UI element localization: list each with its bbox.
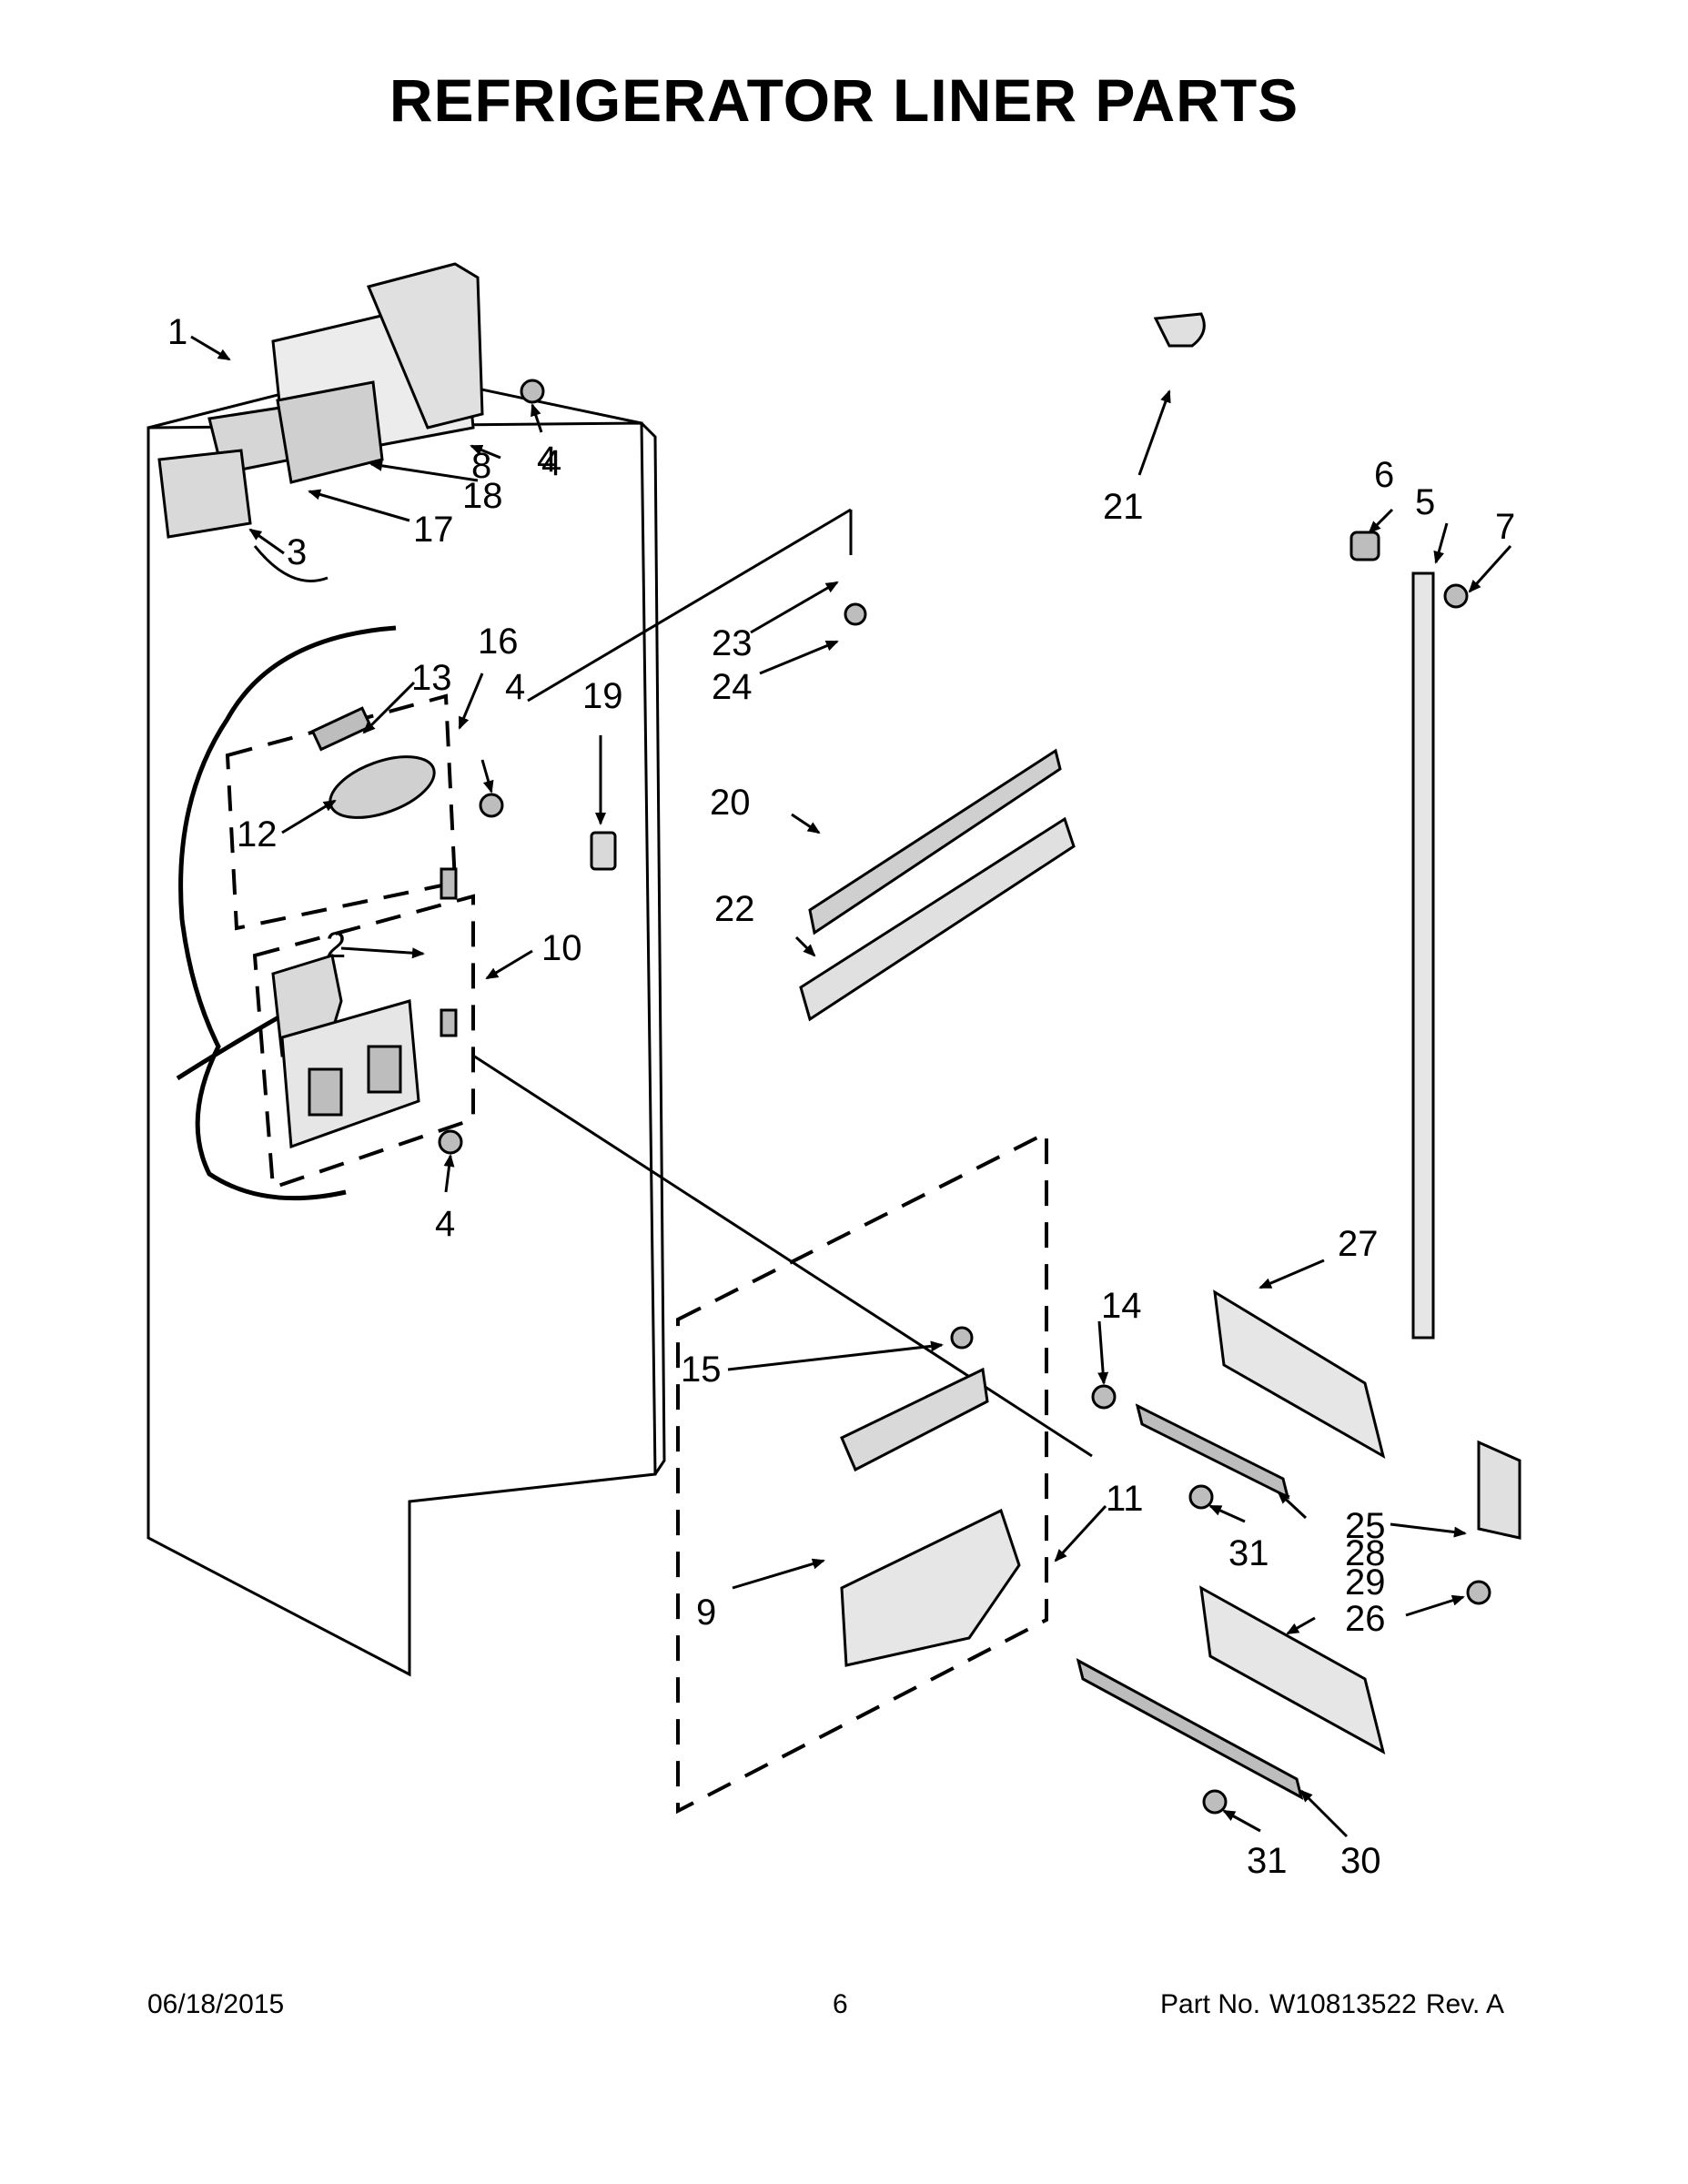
part-12-control-panel <box>310 706 436 819</box>
callout-4-bottom: 4 <box>435 1204 455 1244</box>
callout-22: 22 <box>714 889 755 929</box>
screws <box>438 379 1491 1815</box>
footer-part-number: Part No. W10813522 Rev. A <box>1160 1989 1513 2020</box>
callout-23: 23 <box>712 623 753 663</box>
callout-20: 20 <box>710 783 751 823</box>
parts-20-22-rails <box>799 748 1076 1022</box>
callout-6: 6 <box>1374 455 1394 495</box>
air-duct-assembly <box>207 262 484 484</box>
callout-3: 3 <box>287 532 307 572</box>
footer-part-value: W10813522 <box>1269 1989 1417 2019</box>
callout-21: 21 <box>1103 487 1144 527</box>
footer-revision: Rev. A <box>1425 1989 1504 2019</box>
callout-31-upper: 31 <box>1228 1533 1269 1573</box>
shelf-assemblies <box>1076 1289 1521 1800</box>
callout-29: 29 <box>1345 1562 1386 1603</box>
callout-12: 12 <box>237 814 278 854</box>
callout-24: 24 <box>712 667 753 707</box>
callout-10: 10 <box>541 928 582 968</box>
callout-15: 15 <box>681 1350 722 1390</box>
dashed-group-boxes <box>225 693 1048 1815</box>
callout-30: 30 <box>1340 1841 1381 1881</box>
callout-25: 25 <box>1345 1506 1386 1546</box>
callout-16: 16 <box>478 622 519 662</box>
part-11-bin-assembly <box>840 1367 1021 1667</box>
callout-26: 26 <box>1345 1599 1386 1639</box>
callout-7: 7 <box>1495 507 1515 547</box>
callout-11: 11 <box>1106 1479 1144 1519</box>
part-21-clip <box>1153 312 1206 348</box>
callout-9: 9 <box>696 1592 716 1633</box>
part-10-assembly <box>271 867 458 1149</box>
callout-14: 14 <box>1101 1286 1142 1326</box>
callout-27: 27 <box>1338 1224 1379 1264</box>
part-19-clip <box>590 831 617 871</box>
callout-18: 18 <box>462 476 503 516</box>
part-3-housing <box>157 449 329 582</box>
callout-4-duct: 4 <box>541 443 561 483</box>
callout-2: 2 <box>326 925 346 966</box>
callout-numbers: 1 2 3 4 4 4 8 5 6 7 9 10 11 12 13 14 15 … <box>167 312 1515 1881</box>
callout-13: 13 <box>411 658 452 698</box>
footer-part-label: Part No. <box>1160 1989 1261 2019</box>
leader-arrows <box>190 335 1512 1838</box>
callout-31-lower: 31 <box>1247 1841 1288 1881</box>
callout-5: 5 <box>1415 482 1435 522</box>
callout-4-middle: 4 <box>505 667 525 707</box>
parts-5-6-vertical-rail <box>1349 531 1435 1340</box>
footer-date: 06/18/2015 <box>147 1989 285 2019</box>
callout-1: 1 <box>167 312 187 352</box>
callout-28: 28 <box>1345 1533 1386 1573</box>
callout-4-top: 4 <box>537 440 557 480</box>
callout-19: 19 <box>582 676 623 716</box>
footer-page-number: 6 <box>833 1989 848 2019</box>
callout-17: 17 <box>413 510 454 550</box>
page-title: REFRIGERATOR LINER PARTS <box>389 66 1299 134</box>
callout-8-label: 8 <box>471 446 491 486</box>
